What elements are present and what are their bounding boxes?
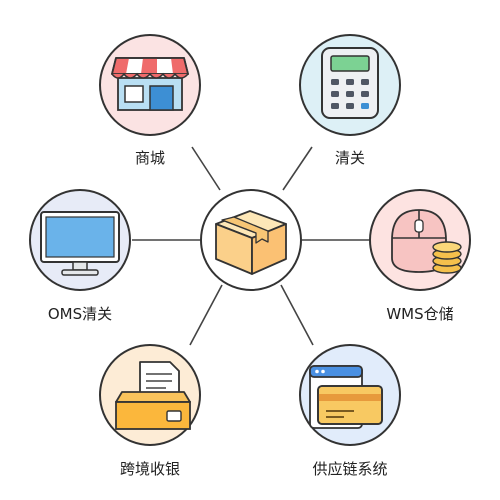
- node-customs: [299, 34, 401, 136]
- label-pos: 跨境收银: [119, 460, 181, 478]
- node-scm: [299, 344, 401, 446]
- card-browser-icon: [309, 365, 383, 429]
- monitor-icon: [40, 211, 120, 276]
- hub-node: [200, 189, 302, 291]
- label-wms: WMS仓储: [386, 305, 454, 323]
- connector-mall: [191, 146, 221, 191]
- cash-register-icon: [115, 361, 191, 430]
- mouse-coins-icon: [391, 209, 462, 274]
- node-wms: [369, 189, 471, 291]
- label-scm: 供应链系统: [312, 460, 388, 478]
- connector-pos: [189, 284, 223, 346]
- connector-lines: [132, 146, 370, 346]
- calculator-icon: [321, 47, 379, 119]
- node-pos: [99, 344, 201, 446]
- label-oms: OMS清关: [47, 305, 113, 323]
- label-mall: 商城: [134, 149, 166, 167]
- node-oms: [29, 189, 131, 291]
- storefront-icon: [111, 57, 189, 111]
- package-box-icon: [215, 210, 287, 275]
- node-mall: [99, 34, 201, 136]
- label-customs: 清关: [334, 149, 366, 167]
- connector-scm: [280, 284, 314, 346]
- connector-customs: [282, 146, 313, 191]
